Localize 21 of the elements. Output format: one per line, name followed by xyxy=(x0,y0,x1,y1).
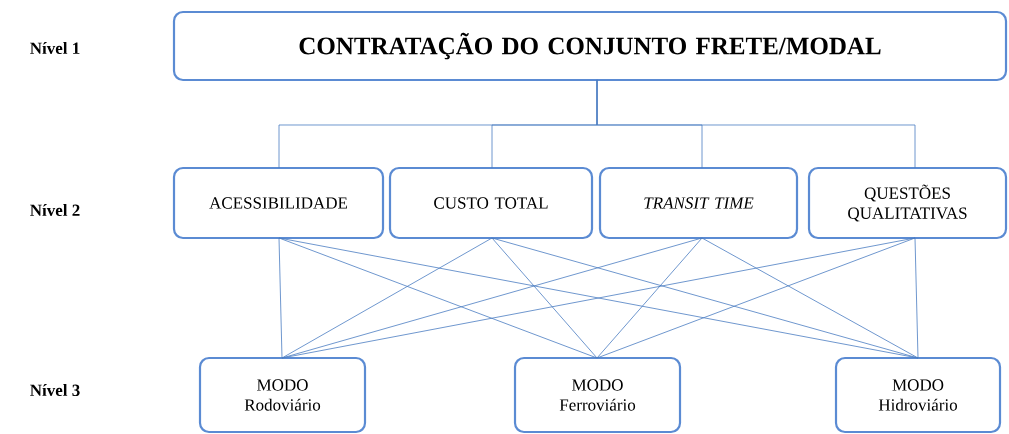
level-label: Nível 1 xyxy=(30,42,80,54)
criterion-box: TRANSIT TIME xyxy=(598,166,799,240)
level-label: Nível 2 xyxy=(30,204,80,216)
connector-line xyxy=(701,237,919,359)
connector-line xyxy=(278,237,283,359)
alternative-box: MODO Ferroviário xyxy=(513,356,682,434)
connector-line xyxy=(281,237,493,359)
title-box: CONTRATAÇÃO DO CONJUNTO FRETE/MODAL xyxy=(172,10,1008,82)
connector-line xyxy=(278,237,598,359)
alternative-box: MODO Rodoviário xyxy=(198,356,367,434)
connector-line xyxy=(596,237,703,359)
alternative-box: MODO Hidroviário xyxy=(834,356,1002,434)
connector-line xyxy=(491,237,598,359)
connector-line xyxy=(596,79,916,169)
level-label: Nível 3 xyxy=(30,384,80,396)
connector-line xyxy=(596,237,916,359)
connector-line xyxy=(914,237,919,359)
criterion-box: ACESSIBILIDADE xyxy=(172,166,385,240)
criterion-box: QUESTÕES QUALITATIVAS xyxy=(807,166,1008,240)
connector-line xyxy=(491,237,919,359)
criterion-box: CUSTO TOTAL xyxy=(388,166,594,240)
